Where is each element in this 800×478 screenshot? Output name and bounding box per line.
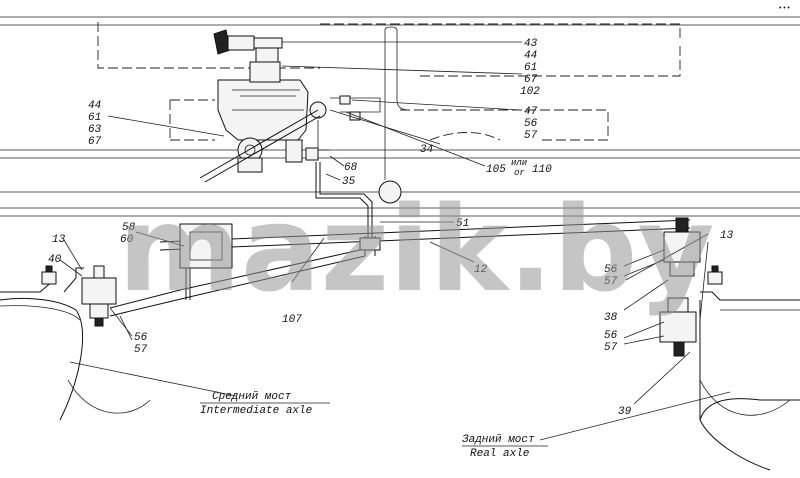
caption-middle-axle-en: Intermediate axle [200,405,312,417]
right-damper-lower [659,311,697,343]
valve-body-top [227,35,255,51]
left-damper [81,277,117,305]
callout-47: 47 [524,106,538,118]
callout-61: 61 [524,62,537,74]
leader-lines [59,41,731,441]
callout-57: 57 [134,344,148,356]
sensor-body [179,223,233,269]
callout-57: 57 [604,276,618,288]
callout-63: 63 [88,124,102,136]
caption-rear-axle-ru: Задний мост [462,434,535,446]
callout-110: 110 [532,164,552,176]
callout-51: 51 [456,218,469,230]
callout-56: 56 [134,332,148,344]
callout-102: 102 [520,86,540,98]
caption-rear-axle-en: Real axle [470,448,529,460]
callout-44: 44 [524,50,537,62]
callout-44: 44 [88,100,101,112]
left-axle-mount [0,265,117,421]
callout-12: 12 [474,264,488,276]
callout-39: 39 [618,406,632,418]
axle-captions: Средний мост Intermediate axle Задний мо… [200,391,548,460]
right-axle-mount [659,217,800,471]
callout-67: 67 [88,136,102,148]
callout-67: 67 [524,74,538,86]
connecting-rod [109,219,691,317]
callout-40: 40 [48,254,62,266]
callout-61: 61 [88,112,101,124]
callout-or: or [514,168,525,178]
callout-68: 68 [344,162,358,174]
callout-13: 13 [52,234,66,246]
callout-labels: 43 44 61 67 102 47 56 57 44 61 63 67 34 … [48,38,734,418]
watermark: mazik.by [118,180,714,318]
callout-34: 34 [420,144,433,156]
callout-60: 60 [120,234,134,246]
callout-38: 38 [604,312,618,324]
callout-56: 56 [604,330,618,342]
callout-107: 107 [282,314,302,326]
corner-mark: ••• [778,5,791,13]
axle-contours [67,379,791,416]
callout-57: 57 [524,130,538,142]
callout-58: 58 [122,222,136,234]
callout-35: 35 [342,176,356,188]
hidden-outlines [97,22,681,180]
callout-56: 56 [524,118,538,130]
brake-valve-assembly [199,29,402,246]
right-damper-upper [663,231,701,263]
callout-57: 57 [604,342,618,354]
callout-ili: или [511,158,528,168]
callout-105: 105 [486,164,506,176]
callout-13: 13 [720,230,734,242]
callout-43: 43 [524,38,538,50]
pipe-fitting [378,180,402,204]
caption-middle-axle-ru: Средний мост [212,391,292,403]
callout-56: 56 [604,264,618,276]
